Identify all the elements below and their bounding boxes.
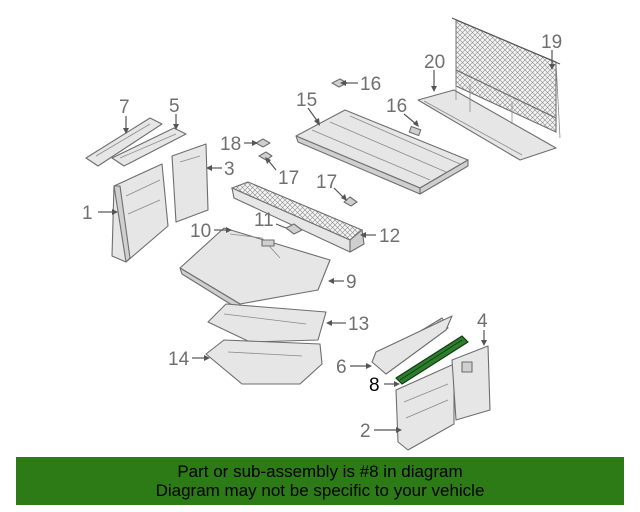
callout-20: 20 xyxy=(424,52,445,73)
part-17-clip-right xyxy=(343,196,358,207)
part-11-clip xyxy=(285,223,303,235)
part-9-load-floor xyxy=(179,227,331,311)
leader-lines xyxy=(98,50,555,433)
callout-3: 3 xyxy=(224,159,235,180)
part-1-left-trim-panel xyxy=(111,163,169,263)
part-4-right-panel xyxy=(451,345,491,421)
part-7-upper-trim xyxy=(85,117,163,167)
part-6-bracket xyxy=(371,315,453,375)
callout-6: 6 xyxy=(336,357,347,378)
callout-16-lower: 16 xyxy=(386,96,407,117)
callout-5: 5 xyxy=(169,96,180,117)
part-14-storage-tub xyxy=(205,339,323,385)
callout-14: 14 xyxy=(168,349,190,370)
part-3-left-panel xyxy=(171,143,209,223)
part-5-bracket xyxy=(111,127,187,167)
part-17-clip-left xyxy=(258,151,273,161)
part-18-clip xyxy=(255,138,271,148)
part-2-right-trim-panel xyxy=(395,363,455,451)
callout-16-upper: 16 xyxy=(360,74,381,95)
part-19-cargo-net xyxy=(451,17,561,139)
callout-17-right: 17 xyxy=(316,172,337,193)
callout-19: 19 xyxy=(541,32,562,53)
callout-10: 10 xyxy=(190,221,211,242)
callout-2: 2 xyxy=(360,421,371,442)
parts-diagram: 1 2 3 4 5 6 7 8 9 10 11 12 13 14 15 16 1… xyxy=(82,17,562,451)
callout-4: 4 xyxy=(477,311,488,332)
part-8-sill-strip-highlighted xyxy=(395,335,469,385)
callout-13: 13 xyxy=(348,314,369,335)
banner-line-1: Part or sub-assembly is #8 in diagram xyxy=(177,462,463,481)
callout-7: 7 xyxy=(119,97,130,118)
callout-8: 8 xyxy=(369,375,380,396)
callout-15: 15 xyxy=(296,90,317,111)
callout-9: 9 xyxy=(346,272,357,293)
part-12-sill-plate xyxy=(230,181,365,253)
part-15-cargo-cover xyxy=(295,109,469,195)
info-banner: Part or sub-assembly is #8 in diagram Di… xyxy=(16,457,624,505)
callout-11: 11 xyxy=(254,210,274,231)
part-20-floor-mat xyxy=(417,89,557,161)
callout-1: 1 xyxy=(82,203,93,224)
callout-17-left: 17 xyxy=(278,168,299,189)
callout-12: 12 xyxy=(379,226,400,247)
callout-18: 18 xyxy=(220,134,241,155)
banner-line-2: Diagram may not be specific to your vehi… xyxy=(155,481,485,500)
part-13-floor-tray xyxy=(207,303,327,343)
